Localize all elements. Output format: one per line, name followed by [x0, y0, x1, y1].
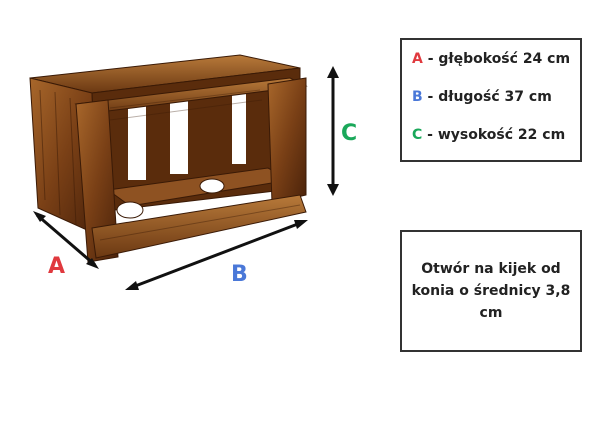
hole-note-text: Otwór na kijek od konia o średnicy 3,8 c… — [411, 261, 571, 321]
dimension-label-b: B — [231, 262, 248, 287]
legend-text-c: - wysokość 22 cm — [422, 127, 566, 143]
dimension-label-a: A — [48, 254, 66, 279]
legend-item-a: A - głębokość 24 cm — [412, 44, 570, 82]
legend-text-a: - głębokość 24 cm — [422, 51, 571, 67]
dimensions-legend: A - głębokość 24 cm B - długość 37 cm C … — [400, 38, 582, 162]
hole-note-box: Otwór na kijek od konia o średnicy 3,8 c… — [400, 230, 582, 352]
legend-item-c: C - wysokość 22 cm — [412, 120, 570, 158]
dimension-arrow-b — [125, 220, 308, 290]
legend-letter-a: A — [412, 51, 423, 67]
legend-letter-b: B — [412, 89, 423, 105]
legend-item-b: B - długość 37 cm — [412, 82, 570, 120]
legend-letter-c: C — [412, 127, 423, 143]
dimension-arrow-a — [33, 211, 99, 269]
dimension-label-c: C — [341, 121, 358, 146]
wooden-crate — [29, 54, 308, 263]
legend-text-b: - długość 37 cm — [422, 89, 552, 105]
dimension-arrow-c — [327, 66, 339, 196]
